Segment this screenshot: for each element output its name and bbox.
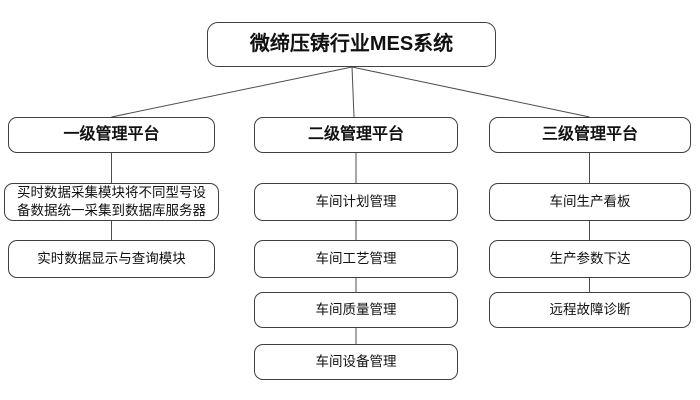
child-node-plan-management: 车间计划管理	[254, 183, 458, 221]
child-node-quality-management: 车间质量管理	[254, 292, 458, 328]
child-node-production-kanban: 车间生产看板	[489, 183, 691, 221]
child-node-equipment-management: 车间设备管理	[254, 344, 458, 380]
root-node-mes-system: 微缔压铸行业MES系统	[207, 22, 496, 67]
child-node-process-management: 车间工艺管理	[254, 240, 458, 278]
platform-node-level2: 二级管理平台	[254, 117, 458, 153]
child-node-data-display-query: 实时数据显示与查询模块	[8, 240, 215, 278]
child-node-remote-diagnosis: 远程故障诊断	[489, 292, 691, 328]
platform-node-level3: 三级管理平台	[489, 117, 691, 153]
child-node-data-collection: 买时数据采集模块将不同型号设备数据统一采集到数据库服务器	[4, 183, 219, 221]
child-node-parameter-dispatch: 生产参数下达	[489, 240, 691, 278]
platform-node-level1: 一级管理平台	[8, 117, 215, 153]
